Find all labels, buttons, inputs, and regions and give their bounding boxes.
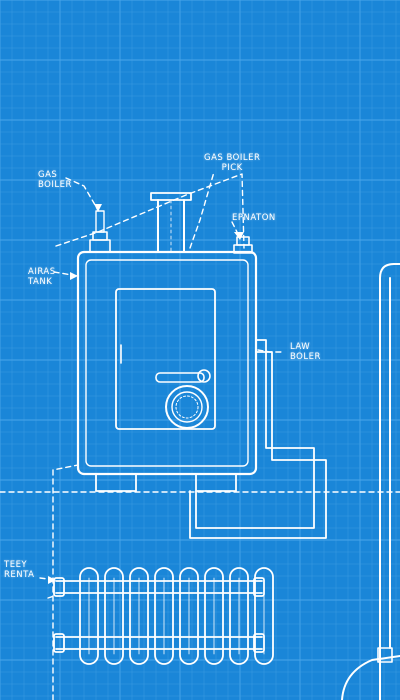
- label-gas-boiler: GAS BOILER: [38, 170, 72, 190]
- top-valve-right: [233, 236, 253, 254]
- radiator-end-cap: [53, 577, 65, 597]
- radiator-fin: [179, 567, 199, 665]
- boiler-unit: [76, 250, 258, 492]
- linework: [0, 171, 400, 700]
- radiator-top-header: [55, 580, 263, 594]
- side-pipe-loop: [189, 339, 327, 539]
- boiler-foot-left: [95, 473, 137, 492]
- boiler-door: [115, 288, 216, 430]
- radiator-fin: [229, 567, 249, 665]
- radiator-fin: [129, 567, 149, 665]
- label-law-boler: LAW BOLER: [290, 342, 321, 362]
- boiler-foot-right: [195, 473, 237, 492]
- label-epnaton: EPNATON: [232, 213, 276, 223]
- radiator-fin: [204, 567, 224, 665]
- top-valve-left: [89, 210, 111, 253]
- pressure-gauge: [155, 369, 211, 429]
- radiator-fin: [154, 567, 174, 665]
- label-tey-renta: TEEY RENTA: [4, 560, 35, 580]
- radiator-fin: [104, 567, 124, 665]
- dashed-leaders: [0, 171, 400, 700]
- radiator-fin: [79, 567, 99, 665]
- label-airas-tank: AIRAS TANK: [28, 267, 56, 287]
- radiator-fin: [254, 567, 274, 665]
- flue-chimney: [150, 192, 192, 253]
- radiator: [53, 567, 274, 665]
- right-riser-pipe: [341, 263, 400, 700]
- radiator-end-cap: [53, 633, 65, 653]
- arrow-heads: [48, 204, 244, 584]
- label-gas-boiler-pick: GAS BOILER PICK: [204, 153, 261, 173]
- radiator-bottom-header: [55, 636, 263, 650]
